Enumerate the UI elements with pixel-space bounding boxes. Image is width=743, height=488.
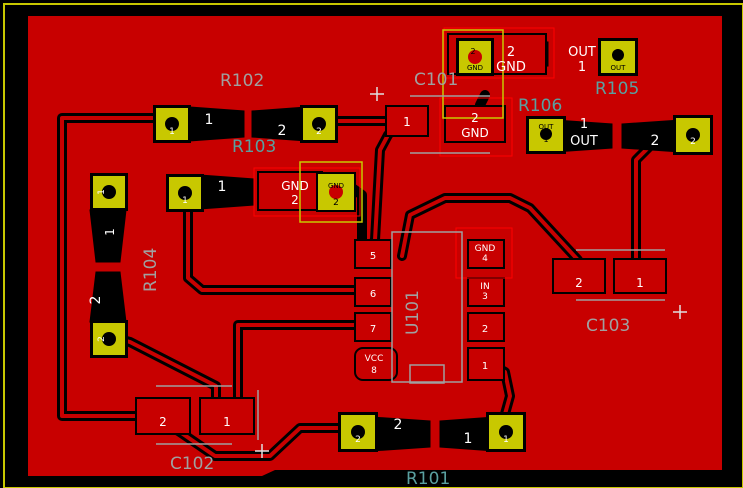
top-pad2-small: 2	[470, 47, 475, 56]
u101-pad2-label: 2	[482, 324, 488, 335]
r106-out-small: OUT	[539, 123, 555, 131]
silkscreen	[156, 95, 665, 445]
pad-r103-1[interactable]	[166, 174, 204, 212]
pad-r101-2[interactable]	[338, 412, 378, 452]
c103-pad1-label: 1	[636, 276, 644, 290]
pad-r101-1[interactable]	[486, 412, 526, 452]
pads-tht	[90, 38, 713, 452]
u101-pad6-label: 6	[370, 289, 376, 300]
c102-pad2-label: 2	[159, 415, 167, 429]
pad-r103-2[interactable]	[316, 172, 356, 212]
top-gnd-label: GND	[496, 60, 526, 75]
u101-in-label: IN	[480, 282, 489, 292]
ref-c103: C103	[586, 316, 630, 336]
r105-out-small: OUT	[611, 64, 627, 72]
u101-pad3-label: 3	[482, 292, 488, 302]
r101-pad1-label: 1	[464, 431, 473, 447]
u101-pad8-label: 8	[371, 366, 377, 376]
pad-r104-1[interactable]	[90, 173, 128, 211]
c101-gnd-label: GND	[461, 126, 489, 140]
pad-top-2[interactable]	[456, 38, 494, 76]
r101-pad2-label: 2	[394, 417, 403, 433]
r106-pad1-label: 1	[580, 117, 588, 132]
r103-pad1-label: 1	[218, 179, 227, 195]
r103-gnd-label: GND	[281, 179, 309, 193]
ref-r105: R105	[595, 79, 639, 99]
r104-pad1-label: 1	[103, 228, 117, 236]
pad-r105-1[interactable]	[598, 38, 638, 76]
r101-pad2-num: 2	[355, 435, 361, 445]
ref-u101: U101	[403, 290, 423, 335]
r105-out-label: OUT	[568, 45, 596, 60]
r103-pad2-label: 2	[291, 193, 299, 207]
r106-pad2-num: 2	[690, 137, 696, 147]
pad-r102-1[interactable]	[153, 105, 191, 143]
r103-pad2-small: 2	[333, 198, 339, 208]
u101-vcc-label: VCC	[365, 354, 384, 364]
r104-pad2-label: 2	[88, 296, 104, 305]
pad-r106-2[interactable]	[673, 115, 713, 155]
c101-pad2-label: 2	[471, 111, 479, 125]
ref-c101: C101	[414, 70, 458, 90]
r103-pad1-num: 1	[182, 196, 188, 206]
ref-c102: C102	[170, 454, 214, 474]
r102-pad2-label: 2	[278, 123, 287, 139]
ref-r103: R103	[232, 137, 276, 157]
u101-pad1-label: 1	[482, 361, 488, 372]
focus-boxes	[299, 29, 504, 223]
r101-pad1-num: 1	[503, 435, 509, 445]
r106-pad1-small: 1	[543, 135, 548, 144]
r102-pad1-label: 1	[205, 112, 214, 128]
c101-pad1-label: 1	[403, 115, 411, 129]
top-pad2-label: 2	[507, 45, 515, 60]
anchor-marks	[255, 87, 687, 458]
r104-pad2-num: 2	[97, 336, 107, 342]
r105-pad1-small: 1	[615, 48, 620, 57]
r104-pad1-num: 1	[97, 189, 107, 195]
ref-r106: R106	[518, 96, 562, 116]
pad-r106-1[interactable]	[526, 116, 566, 154]
pad-r102-2[interactable]	[300, 105, 338, 143]
u101-pad5-label: 5	[370, 251, 376, 262]
u101-pad4-label: 4	[482, 254, 488, 264]
ref-r101: R101	[406, 469, 450, 488]
top-gnd-small: GND	[467, 64, 483, 72]
r103-gnd-small: GND	[328, 182, 344, 190]
r106-out-label: OUT	[570, 134, 598, 149]
ref-r104: R104	[141, 248, 161, 292]
r102-pad2-num: 2	[316, 127, 322, 137]
board-outline	[3, 3, 743, 488]
r106-pad2-label: 2	[651, 133, 660, 149]
u101-gnd-label: GND	[475, 244, 496, 254]
ref-r102: R102	[220, 71, 264, 91]
pad-r104-2[interactable]	[90, 320, 128, 358]
r102-pad1-num: 1	[169, 127, 175, 137]
c103-pad2-label: 2	[575, 276, 583, 290]
reference-labels: R102 R103 R104 C101 R105 R106 C103 C102 …	[141, 70, 639, 488]
pad-labels: 1 2 1 2 1 1 GND 2 GND 2 1 2 1 2 1 2 GND …	[88, 45, 696, 447]
u101-pad7-label: 7	[370, 324, 376, 335]
c102-pad1-label: 1	[223, 415, 231, 429]
selection-highlights	[253, 27, 555, 279]
r105-pad1-label: 1	[578, 60, 586, 75]
